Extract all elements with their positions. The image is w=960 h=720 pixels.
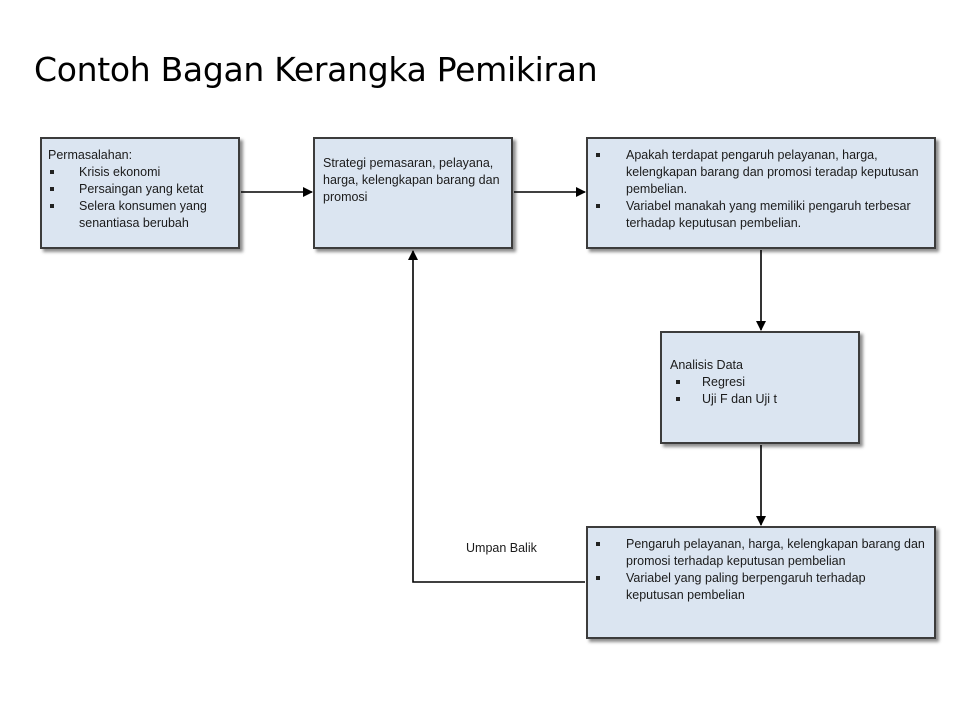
analysis-box: Analisis Data Regresi Uji F dan Uji t <box>660 331 860 444</box>
questions-list: Apakah terdapat pengaruh pelayanan, harg… <box>596 147 926 232</box>
strategy-text: Strategi pemasaran, pelayana, harga, kel… <box>323 156 500 204</box>
problems-item: Krisis ekonomi <box>48 164 232 181</box>
problems-box: Permasalahan: Krisis ekonomi Persaingan … <box>40 137 240 249</box>
questions-box: Apakah terdapat pengaruh pelayanan, harg… <box>586 137 936 249</box>
problems-item: Persaingan yang ketat <box>48 181 232 198</box>
problems-item: Selera konsumen yang senantiasa berubah <box>48 198 232 232</box>
analysis-item: Regresi <box>670 374 850 391</box>
results-box: Pengaruh pelayanan, harga, kelengkapan b… <box>586 526 936 639</box>
results-list: Pengaruh pelayanan, harga, kelengkapan b… <box>596 536 926 604</box>
results-item: Variabel yang paling berpengaruh terhada… <box>596 570 926 604</box>
strategy-box: Strategi pemasaran, pelayana, harga, kel… <box>313 137 513 249</box>
problems-heading: Permasalahan: <box>48 148 133 162</box>
analysis-item: Uji F dan Uji t <box>670 391 850 408</box>
page-title: Contoh Bagan Kerangka Pemikiran <box>34 50 598 89</box>
analysis-heading: Analisis Data <box>670 358 743 372</box>
problems-list: Krisis ekonomi Persaingan yang ketat Sel… <box>48 164 232 232</box>
questions-item: Variabel manakah yang memiliki pengaruh … <box>596 198 926 232</box>
questions-item: Apakah terdapat pengaruh pelayanan, harg… <box>596 147 926 198</box>
results-item: Pengaruh pelayanan, harga, kelengkapan b… <box>596 536 926 570</box>
analysis-list: Regresi Uji F dan Uji t <box>670 374 850 408</box>
feedback-label: Umpan Balik <box>466 541 537 555</box>
arrow-feedback <box>408 250 585 583</box>
